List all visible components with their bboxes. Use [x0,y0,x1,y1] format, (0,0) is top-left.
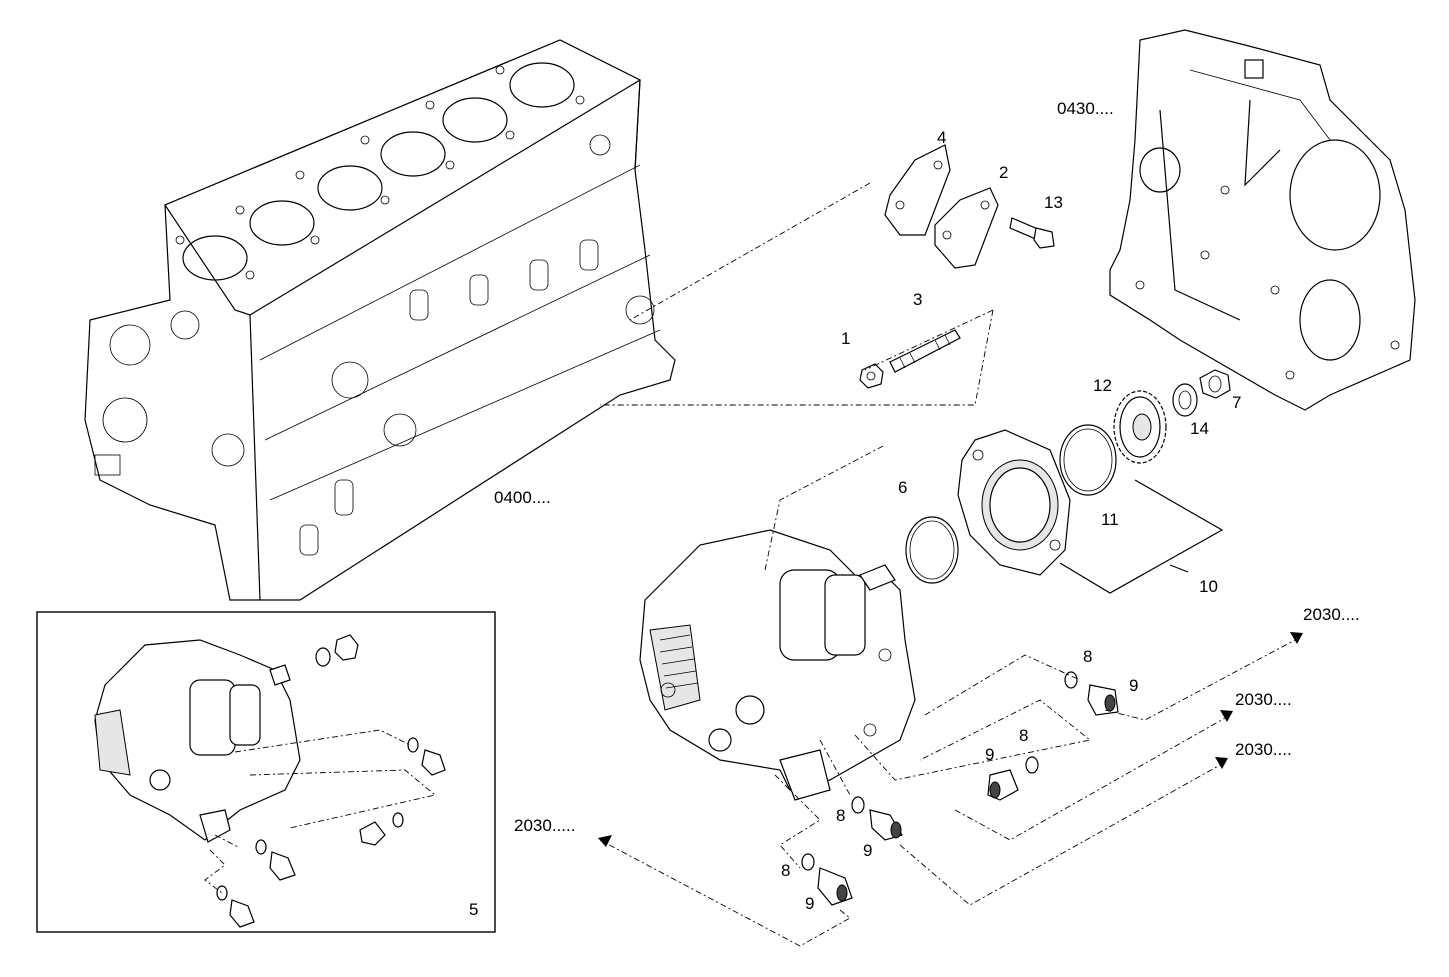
callout-gear-12[interactable]: 12 [1093,376,1112,395]
callout-ring-8b[interactable]: 8 [1019,726,1029,745]
gear-12[interactable] [1113,390,1167,464]
nut-7[interactable] [1199,369,1231,399]
washer-14[interactable] [1172,383,1198,417]
fitting-group-c[interactable] [851,796,903,841]
callout-kit-10[interactable]: 10 [1199,577,1218,596]
callout-gasket-4[interactable]: 4 [937,128,947,147]
callout-stud-3[interactable]: 3 [913,290,923,309]
inset-small-parts[interactable] [216,634,446,928]
reference-arrows [598,632,1303,847]
engine-block[interactable] [84,39,676,601]
callout-fitting-9c[interactable]: 9 [863,841,873,860]
gasket-4[interactable] [884,144,951,236]
callout-fitting-9a[interactable]: 9 [1129,676,1139,695]
gasket-2[interactable] [934,187,999,269]
callout-fitting-9b[interactable]: 9 [985,745,995,764]
injection-pump[interactable] [639,529,916,801]
callout-pipe-ref-4[interactable]: 2030..... [514,816,576,835]
callout-fitting-9d[interactable]: 9 [805,894,815,913]
o-ring-11[interactable] [1059,424,1117,496]
fitting-group-d[interactable] [801,853,853,906]
fitting-group-b[interactable] [987,756,1039,801]
callout-washer-14[interactable]: 14 [1190,419,1209,438]
timing-cover[interactable] [1109,29,1416,411]
callout-pipe-ref-3[interactable]: 2030.... [1235,740,1292,759]
o-ring-6[interactable] [905,516,959,584]
nut-1[interactable] [859,363,884,389]
callout-nut-7[interactable]: 7 [1232,393,1242,412]
screw-13[interactable] [1009,217,1055,249]
pump-flange[interactable] [957,429,1071,576]
callout-gasket-2[interactable]: 2 [999,163,1009,182]
callout-pipe-ref-1[interactable]: 2030.... [1303,605,1360,624]
fitting-group-a[interactable] [1064,671,1119,716]
callout-o-ring-11[interactable]: 11 [1101,510,1119,529]
leader-lines [204,182,1296,947]
callout-ring-8a[interactable]: 8 [1083,647,1093,666]
callout-ring-8c[interactable]: 8 [836,806,846,825]
inset-pump[interactable] [94,639,301,843]
callout-pipe-ref-2[interactable]: 2030.... [1235,690,1292,709]
callout-engine-block[interactable]: 0400.... [494,488,551,507]
callout-inset-5[interactable]: 5 [469,900,479,919]
callout-ring-8d[interactable]: 8 [781,861,791,880]
stud-3[interactable] [889,329,961,373]
callout-nut-1[interactable]: 1 [841,329,851,348]
callout-flange-6[interactable]: 6 [898,478,908,497]
callout-screw-13[interactable]: 13 [1044,193,1063,212]
inset-frame [36,611,496,933]
callout-timing-cover[interactable]: 0430.... [1057,99,1114,118]
